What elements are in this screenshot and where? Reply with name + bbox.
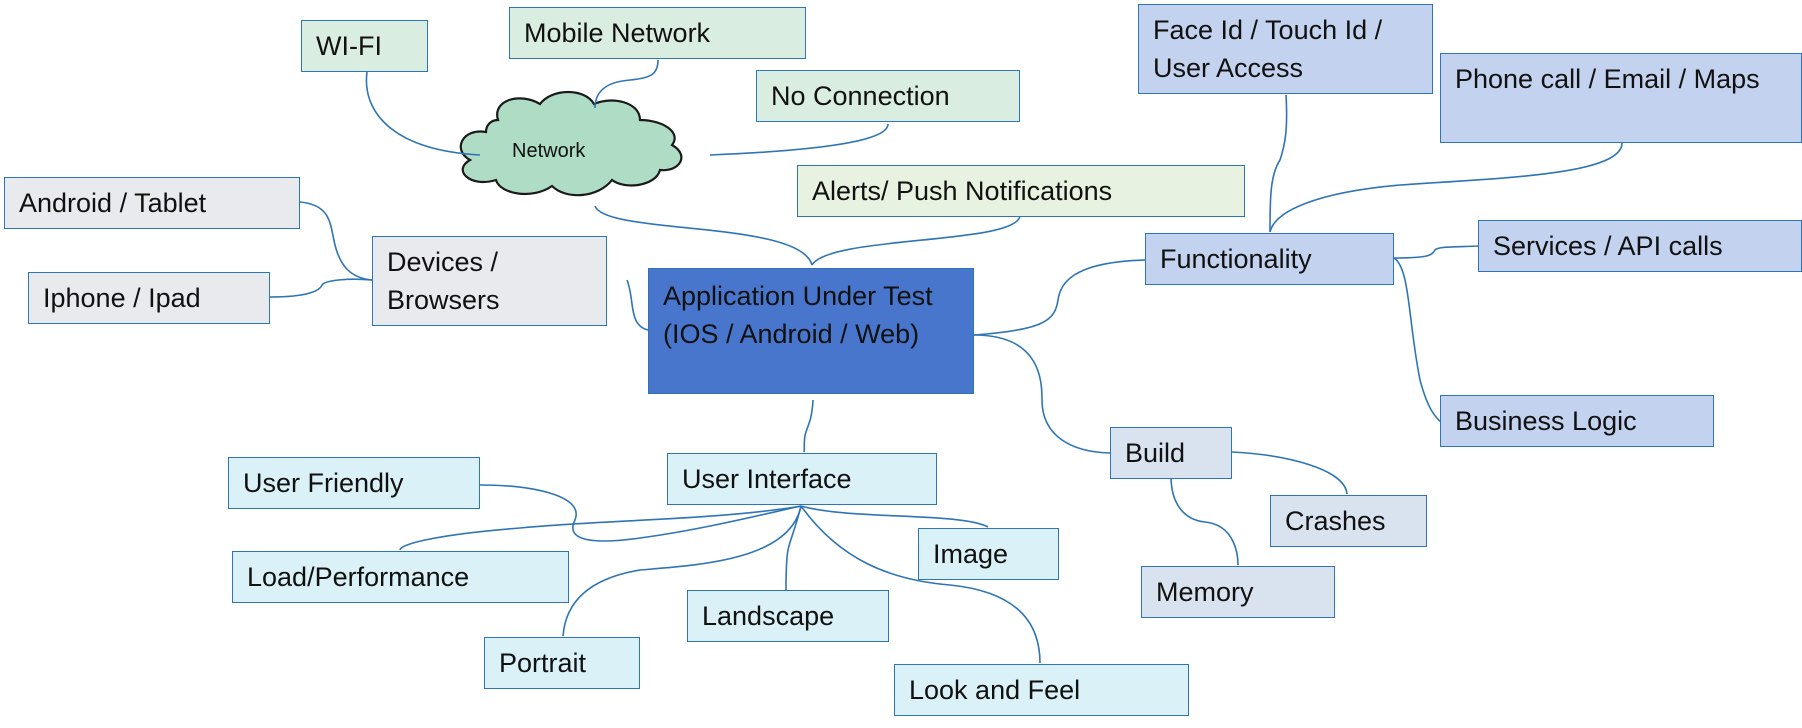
node-portrait: Portrait [484, 637, 640, 689]
node-look-and-feel: Look and Feel [894, 664, 1189, 716]
node-face-id: Face Id / Touch Id / User Access [1138, 4, 1433, 94]
network-label: Network [512, 140, 586, 162]
node-business-logic: Business Logic [1440, 395, 1714, 447]
node-wifi: WI-FI [301, 20, 428, 72]
node-devices: Devices / Browsers [372, 236, 607, 326]
node-no-connection: No Connection [756, 70, 1020, 122]
network-cloud-shape [459, 91, 683, 197]
node-memory: Memory [1141, 566, 1335, 618]
node-functionality: Functionality [1145, 233, 1394, 285]
node-alerts: Alerts/ Push Notifications [797, 165, 1245, 217]
node-landscape: Landscape [687, 590, 889, 642]
node-load-performance: Load/Performance [232, 551, 569, 603]
node-services-api: Services / API calls [1478, 220, 1802, 272]
node-crashes: Crashes [1270, 495, 1427, 547]
node-user-friendly: User Friendly [228, 457, 480, 509]
node-user-interface: User Interface [667, 453, 937, 505]
central-node: Application Under Test (IOS / Android / … [648, 268, 974, 394]
node-android-tablet: Android / Tablet [4, 177, 300, 229]
node-build: Build [1110, 427, 1232, 479]
node-iphone-ipad: Iphone / Ipad [28, 272, 270, 324]
node-image: Image [918, 528, 1059, 580]
node-mobile-network: Mobile Network [509, 7, 806, 59]
node-phone-email-maps: Phone call / Email / Maps [1440, 53, 1802, 143]
